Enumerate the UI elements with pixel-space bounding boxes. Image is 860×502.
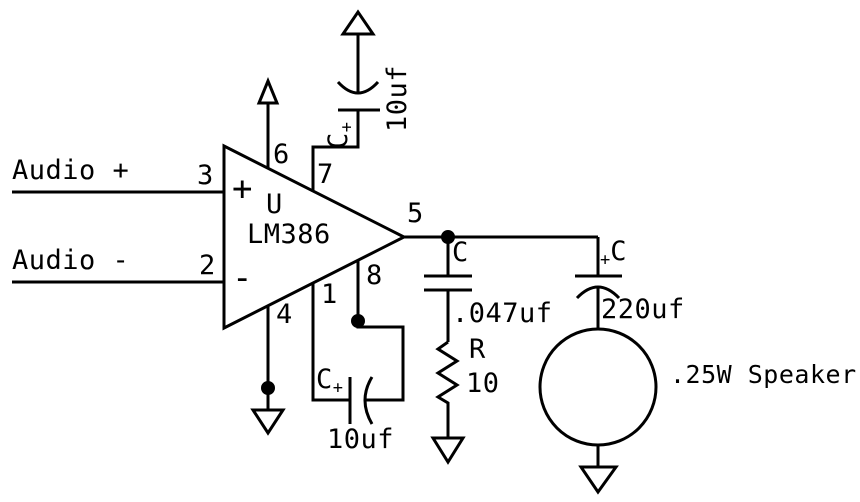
ground-icon [578, 465, 619, 495]
gain-cap-label: C+ [316, 364, 344, 398]
snubber-cap-value: .047uf [452, 298, 553, 329]
snubber-resistor-value: 10 [466, 368, 500, 399]
pin-label-1: 1 [321, 279, 338, 310]
ground-icon [430, 436, 466, 465]
pin-label-2: 2 [199, 250, 216, 281]
snubber-resistor-label: R [469, 334, 486, 365]
pin8-wire [356, 260, 405, 402]
speaker-circle [538, 327, 658, 447]
ground-icon [250, 408, 286, 436]
gain-cap-value: 10uf [327, 424, 395, 455]
pin1-wire [311, 283, 350, 402]
speaker-label: .25W Speaker [670, 360, 857, 389]
pin7-wire [311, 110, 360, 192]
opamp-noninverting-sign: + [232, 169, 253, 209]
capacitor-snubber [424, 237, 472, 342]
audio-plus-label: Audio + [12, 155, 130, 186]
capacitor-gain [348, 376, 374, 425]
junction-dot [351, 314, 365, 328]
pin-label-7: 7 [317, 159, 334, 190]
supply-cap-label: C+ [323, 121, 357, 149]
supply-cap-value: 10uf [382, 64, 413, 132]
snubber-cap-label: C [452, 237, 469, 268]
power-arrow-icon [256, 77, 280, 105]
output-cap-value: 220uf [601, 294, 685, 325]
junction-dot [261, 381, 275, 395]
audio-minus-label: Audio - [12, 245, 130, 276]
opamp-refdes: U [266, 189, 283, 220]
pin-label-6: 6 [273, 139, 290, 170]
power-arrow-icon [340, 9, 376, 36]
pin-label-5: 5 [407, 198, 424, 229]
pin-label-8: 8 [366, 260, 383, 291]
capacitor-output [575, 237, 622, 330]
opamp-part-number: LM386 [247, 219, 331, 250]
resistor-zigzag [435, 340, 460, 438]
opamp-inverting-sign: - [232, 258, 253, 298]
pin-label-3: 3 [197, 160, 214, 191]
output-cap-label: +C [600, 236, 628, 270]
pin-label-4: 4 [276, 299, 293, 330]
